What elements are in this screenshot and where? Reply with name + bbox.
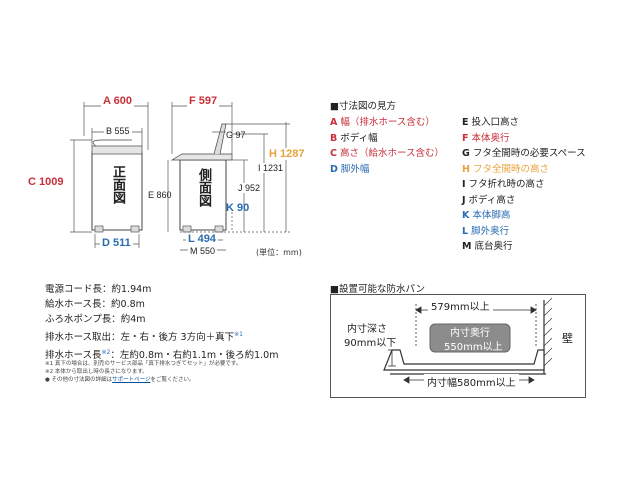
pan-depth-label-1: 内寸深さ: [347, 324, 387, 335]
front-view-label: 正面図: [110, 165, 125, 204]
spec-row: 排水ホース取出：左・右・後方 3方向＋真下※1: [45, 327, 278, 345]
legend-text: 底台奥行: [474, 241, 513, 252]
pan-box: [330, 294, 586, 398]
legend-text: フタ全開時の必要スペース: [472, 148, 586, 159]
pan-width-top: 579mm以上: [428, 298, 493, 313]
legend-key: I: [462, 179, 466, 190]
spec-row: ふろ水ポンプ長：約4m: [45, 312, 278, 327]
legend-key: F: [462, 132, 469, 144]
note-1: ※1 真下の場合は、別売のサービス部品「真下排水つぎてセット」が必要です。: [45, 361, 242, 367]
side-view-label: 側面図: [196, 168, 211, 207]
legend-text: 幅（排水ホース含む）: [340, 117, 435, 128]
spec-row: 給水ホース長：約0.8m: [45, 297, 278, 312]
legend-text: 脚外奥行: [471, 225, 510, 237]
note-3-pre: ● その他の寸法図の詳細は: [45, 377, 113, 383]
pan-drawing: [383, 297, 553, 384]
legend-key: E: [462, 117, 469, 128]
support-page-link[interactable]: サポートページ: [112, 377, 151, 383]
spec-text: ふろ水ポンプ長：約4m: [45, 314, 146, 325]
dim-f: F 597: [187, 95, 220, 107]
dim-j: J 952: [238, 183, 261, 193]
legend-key: H: [462, 163, 470, 175]
legend-text: ボディ高さ: [468, 194, 516, 206]
spec-text: 電源コード長：約1.94m: [45, 284, 152, 295]
pan-inner-depth-1: 内寸奥行: [450, 328, 490, 339]
specs-list: 電源コード長：約1.94m 給水ホース長：約0.8m ふろ水ポンプ長：約4m 排水ホー…: [45, 282, 278, 363]
legend-key: C: [330, 148, 337, 159]
legend-text: 本体脚高: [472, 210, 511, 221]
note-3: ● その他の寸法図の詳細はサポートページをご覧ください。: [45, 376, 241, 384]
dim-l: L 494: [186, 233, 218, 245]
front-hose: [92, 139, 132, 147]
spec-footnote-mark: ※2: [101, 349, 111, 357]
note-3-post: をご覧ください。: [150, 377, 195, 383]
legend-key: D: [330, 163, 338, 175]
pan-title: ■設置可能な防水パン: [330, 284, 425, 295]
legend-text: ボディ幅: [340, 132, 378, 144]
spec-text: 給水ホース長：約0.8m: [45, 299, 145, 310]
unit-note: (単位：mm): [256, 248, 302, 257]
notes: ※1 真下の場合は、別売のサービス部品「真下排水つぎてセット」が必要です。 ※2…: [45, 360, 241, 384]
dim-b: B 555: [104, 126, 132, 136]
pan-width-bottom: 内寸幅580mm以上: [424, 374, 519, 389]
spec-row: 電源コード長：約1.94m: [45, 282, 278, 297]
dim-d: D 511: [100, 237, 133, 249]
pan-wall-label: 壁: [562, 332, 573, 345]
spec-text: 排水ホース取出：左・右・後方 3方向＋真下: [45, 332, 235, 344]
dimension-drawing: [70, 102, 290, 251]
spec-text: 排水ホース長: [45, 350, 102, 362]
legend-title: ■寸法図の見方: [330, 101, 396, 112]
legend-text: 投入口高さ: [471, 117, 520, 128]
legend-key: M: [462, 241, 472, 252]
legend-text: 脚外幅: [340, 163, 370, 175]
dim-a: A 600: [101, 95, 134, 107]
legend-key: K: [462, 210, 470, 221]
front-body: [91, 151, 143, 231]
dim-i: I 1231: [258, 163, 284, 173]
spec-footnote-mark: ※1: [234, 331, 243, 338]
dim-k: K 90: [226, 202, 250, 214]
inner-depth-box: [429, 323, 511, 353]
legend-text: 高さ（給水ホース含む）: [339, 148, 445, 159]
legend-text: 本体奥行: [471, 132, 510, 144]
side-lid-open: [213, 123, 227, 155]
legend-key: G: [462, 148, 470, 159]
dim-g: G 97: [226, 130, 246, 140]
dim-m: M 550: [188, 246, 218, 256]
spec-row: 排水ホース長※2：左約0.8m・右約1.1m・後ろ約1.0m: [45, 345, 278, 363]
pan-inner-depth-2: 550mm以上: [444, 342, 503, 353]
legend-text: フタ折れ時の高さ: [468, 179, 545, 190]
legend-key: A: [330, 117, 338, 128]
dim-e: E 860: [148, 190, 172, 200]
spec-text-rest: ：左約0.8m・右約1.1m・後ろ約1.0m: [110, 350, 279, 362]
legend-key: B: [330, 132, 338, 144]
legend-key: J: [462, 194, 466, 206]
legend-key: L: [462, 225, 469, 237]
note-2: ※2 本体から取出し時の長さになります。: [45, 369, 148, 375]
front-panel: [91, 145, 143, 155]
dim-c: C 1009: [26, 176, 66, 188]
dim-h: H 1287: [268, 148, 306, 160]
legend-text: フタ全開時の高さ: [472, 163, 549, 175]
pan-depth-label-2: 90mm以下: [344, 338, 397, 349]
